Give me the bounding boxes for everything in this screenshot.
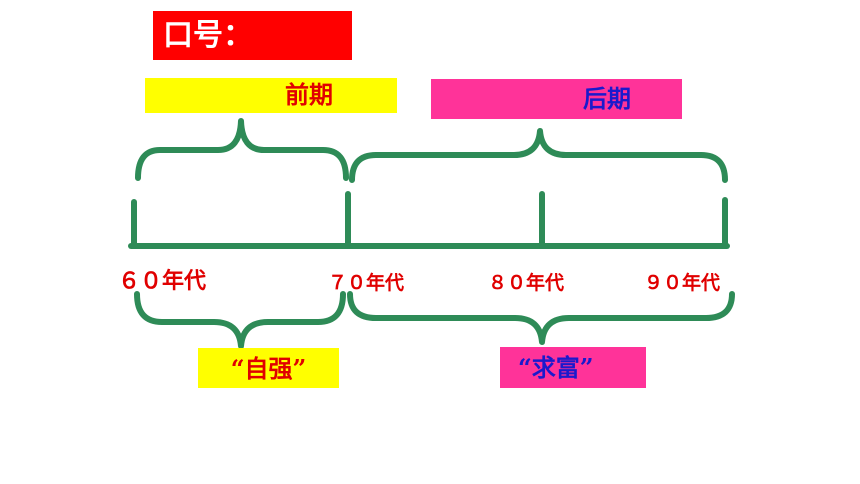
slogan-seeking-wealth: “求富” — [500, 347, 646, 388]
decade-80s-label: ８０年代 — [488, 272, 565, 294]
slogan-title: 口号： — [153, 11, 352, 60]
decade-60s-label: ６０年代 — [118, 269, 207, 294]
brace-early-top — [135, 118, 349, 181]
decade-90s-label: ９０年代 — [644, 272, 721, 294]
brace-late-top — [349, 128, 728, 183]
brace-late-bottom — [347, 291, 735, 345]
early-period-label: 前期 — [145, 78, 397, 113]
decade-70s-label: ７０年代 — [328, 272, 405, 294]
brace-early-bottom — [134, 291, 346, 349]
late-period-label: 后期 — [431, 79, 682, 119]
slogan-self-strengthening: “自强” — [198, 348, 339, 388]
